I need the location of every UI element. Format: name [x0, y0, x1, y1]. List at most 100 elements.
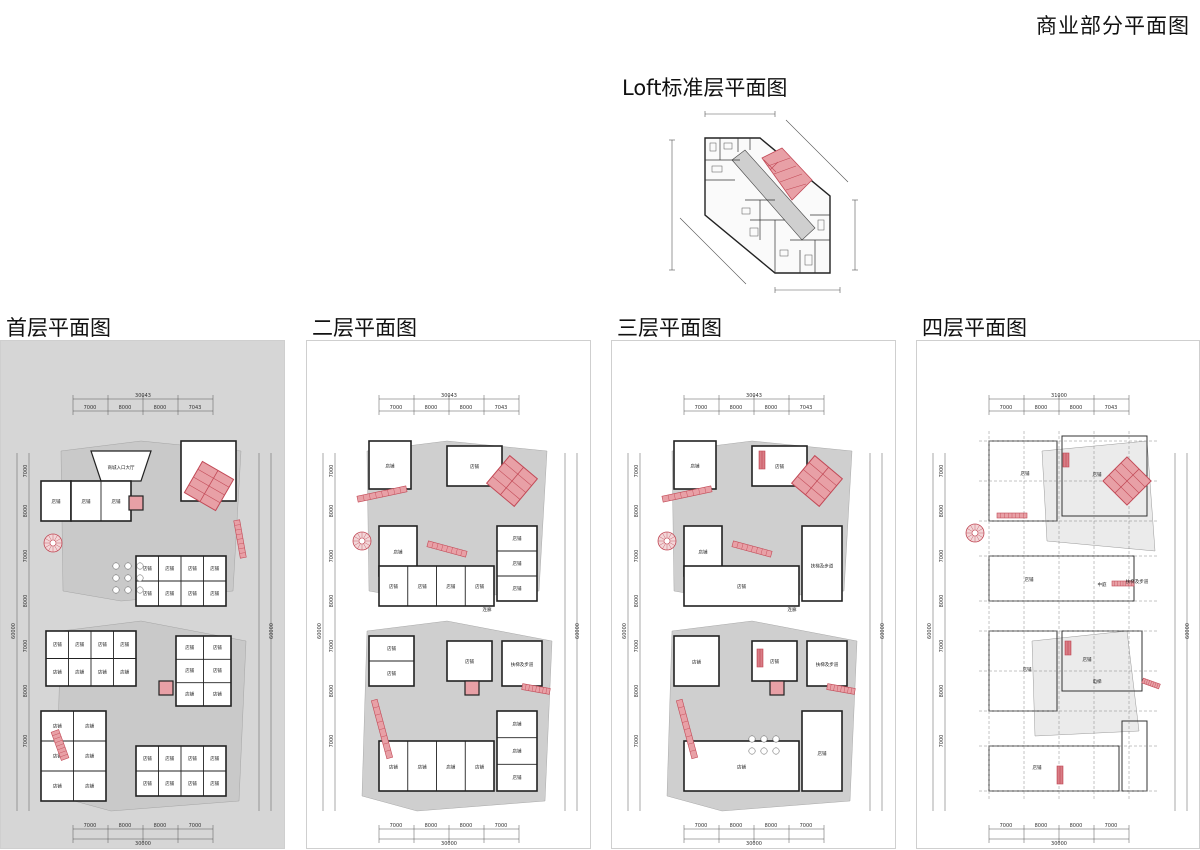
room-label: 店铺	[85, 753, 94, 760]
shop-block	[751, 640, 798, 682]
room-label: 店铺	[475, 764, 484, 771]
room-label: 店铺	[210, 780, 219, 787]
dim-bottom-seg: 8000	[119, 823, 132, 829]
escalator	[675, 698, 699, 760]
plan-content: 店铺店铺店铺中庭店铺店铺店铺扶梯及步道电梯	[965, 431, 1161, 801]
dimension-lines	[322, 395, 578, 843]
escalator	[1141, 677, 1161, 690]
room-label: 店铺	[213, 667, 222, 674]
room-label: 店铺	[691, 462, 700, 469]
room-label: 店铺	[446, 764, 455, 771]
dim-left-seg: 7000	[329, 735, 335, 748]
dimension-lines	[627, 395, 883, 843]
room-label: 店铺	[1093, 471, 1102, 478]
floor4-title: 四层平面图	[922, 316, 1027, 340]
room-label: 店铺	[165, 780, 174, 787]
cafe-table	[136, 574, 144, 582]
room-label: 店铺	[446, 583, 455, 590]
room-label: 店铺	[52, 498, 61, 505]
escalator	[1064, 640, 1072, 656]
dim-bottom-seg: 7000	[695, 823, 708, 829]
room-label: 店铺	[470, 463, 479, 470]
floor2-plan: 店铺店铺店铺店铺店铺店铺店铺店铺店铺店铺店铺店铺店铺扶梯及步道店铺店铺店铺店铺店…	[306, 340, 591, 849]
dim-top-seg: 7000	[695, 405, 708, 411]
dim-left-seg: 7000	[23, 465, 29, 478]
dim-top-total: 31000	[1051, 393, 1067, 399]
dim-left-seg: 8000	[939, 685, 945, 698]
dim-left-seg: 8000	[939, 505, 945, 518]
escalator	[426, 540, 468, 558]
room-label: 扶梯及步道	[811, 562, 834, 569]
dim-bottom-seg: 8000	[460, 823, 473, 829]
dim-bottom-seg: 7000	[189, 823, 202, 829]
room-label: 店铺	[165, 565, 174, 572]
shops: 店铺店铺店铺店铺店铺店铺店铺店铺店铺店铺店铺店铺店铺扶梯及步道店铺店铺店铺店铺店…	[352, 440, 551, 792]
dim-right-total: 60000	[880, 623, 886, 639]
dim-left-seg: 7000	[634, 465, 640, 478]
shop-block	[673, 635, 720, 687]
dim-top-seg: 8000	[460, 405, 473, 411]
loft-title: Loft标准层平面图	[622, 76, 788, 100]
room-label: 店铺	[165, 590, 174, 597]
dim-bottom-seg: 8000	[765, 823, 778, 829]
room-label: 店铺	[770, 658, 779, 665]
dim-left-total: 60000	[11, 623, 17, 639]
cafe-table	[112, 586, 120, 594]
dim-top-seg: 7000	[84, 405, 97, 411]
shop-block	[801, 710, 843, 792]
cafe-table	[136, 562, 144, 570]
room-label: 店铺	[143, 565, 152, 572]
dim-top-seg: 7043	[1105, 405, 1118, 411]
room-label: 店铺	[389, 583, 398, 590]
dim-left-seg: 8000	[939, 595, 945, 608]
room-label: 扶梯及步道	[816, 661, 839, 668]
dim-top-seg: 7000	[1000, 405, 1013, 411]
dimension-lines	[932, 395, 1188, 843]
room-label: 店铺	[386, 462, 395, 469]
atrium-label: 中庭	[1098, 581, 1107, 588]
dim-top-seg: 7000	[390, 405, 403, 411]
dim-bottom-total: 30000	[746, 841, 762, 847]
room-label: 店铺	[418, 583, 427, 590]
dim-left-total: 60000	[622, 623, 628, 639]
dim-left-seg: 7000	[329, 465, 335, 478]
lift-core	[769, 680, 785, 696]
room-label: 店铺	[737, 583, 746, 590]
shops: 商城入口大厅店铺店铺店铺店铺店铺店铺店铺店铺店铺店铺店铺店铺店铺店铺店铺店铺店铺…	[40, 440, 247, 802]
dim-left-seg: 7000	[329, 640, 335, 653]
lift-core	[158, 680, 174, 696]
room-label: 店铺	[98, 669, 107, 676]
room-label: 店铺	[210, 565, 219, 572]
room-label: 店铺	[387, 670, 396, 677]
shop-block	[801, 525, 843, 602]
dim-left-seg: 8000	[634, 685, 640, 698]
dim-left-seg: 7000	[634, 550, 640, 563]
dim-bottom-seg: 8000	[154, 823, 167, 829]
dim-left-total: 60000	[317, 623, 323, 639]
room-label: 店铺	[188, 590, 197, 597]
room-label: 店铺	[143, 755, 152, 762]
dim-left-seg: 8000	[329, 505, 335, 518]
corridor-label: 连廊	[788, 606, 797, 613]
room-label: 店铺	[213, 644, 222, 651]
shop-block	[501, 640, 543, 687]
lift-label: 电梯	[1093, 678, 1102, 685]
dim-left-seg: 7000	[23, 640, 29, 653]
shop-block	[806, 640, 848, 687]
shop-block	[683, 565, 800, 607]
room-label: 店铺	[1033, 764, 1042, 771]
plan-content: 店铺店铺店铺扶梯及步道店铺店铺店铺扶梯及步道店铺店铺连廊	[657, 440, 858, 812]
dim-bottom-total: 30000	[135, 841, 151, 847]
dim-top-seg: 8000	[730, 405, 743, 411]
dim-top-total: 30043	[441, 393, 457, 399]
cafe-table	[760, 735, 768, 743]
room-label: 店铺	[513, 535, 522, 542]
cafe-table	[772, 735, 780, 743]
room-label: 店铺	[213, 691, 222, 698]
room-label: 店铺	[387, 645, 396, 652]
room-label: 扶梯及步道	[511, 661, 534, 668]
room-label: 店铺	[143, 780, 152, 787]
room-label: 店铺	[53, 723, 62, 730]
dim-right-total: 60000	[575, 623, 581, 639]
